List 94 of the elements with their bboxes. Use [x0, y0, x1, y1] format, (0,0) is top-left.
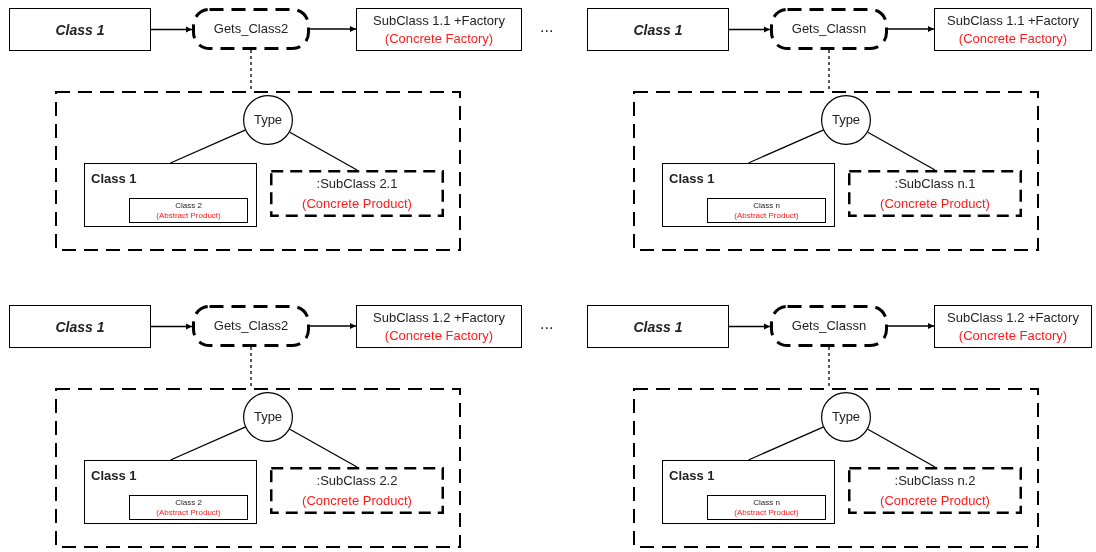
role-label: (Concrete Factory): [958, 29, 1068, 48]
product-box: [129, 198, 248, 223]
type-label: Type: [253, 408, 283, 426]
method-name: Gets_Class2: [213, 317, 289, 335]
type-label: Type: [253, 111, 283, 129]
ellipsis-text: ...: [540, 18, 554, 36]
class-name: SubClass 1.1 +Factory: [373, 11, 505, 30]
class-box: [662, 460, 835, 524]
role-label: (Concrete Factory): [958, 326, 1068, 345]
method-shape: [192, 8, 310, 50]
class-name: :SubClass 2.2: [316, 471, 398, 490]
role-label: (Concrete Product): [880, 491, 990, 510]
connector-line: [747, 426, 824, 461]
connector-line: [867, 428, 936, 468]
subclass-box: [270, 170, 444, 217]
class-box: [587, 305, 729, 348]
connector-line: [289, 428, 358, 468]
arrow: [887, 25, 935, 33]
product-box: [129, 495, 248, 520]
class-heading: Class 1: [669, 170, 716, 188]
ellipsis-text: ...: [540, 315, 554, 333]
type-label: Type: [831, 408, 861, 426]
factory-box: [356, 305, 522, 348]
arrow: [309, 322, 357, 330]
role-label: (Concrete Product): [880, 194, 990, 213]
arrow: [150, 26, 193, 33]
class-name: Class 1: [633, 20, 683, 39]
connector-line: [169, 129, 246, 164]
class-heading: Class 1: [669, 467, 716, 485]
dashed-frame: [633, 91, 1039, 251]
class-box: [662, 163, 835, 227]
role-label: (Abstract Product): [156, 210, 221, 221]
arrow: [309, 25, 357, 33]
class-name: Class n: [753, 497, 780, 508]
dotted-line: [828, 346, 830, 389]
connector-line: [289, 131, 358, 171]
class-box: [9, 8, 151, 51]
class-box: [84, 460, 257, 524]
class-box: [84, 163, 257, 227]
dashed-frame: [633, 388, 1039, 548]
connector-line: [867, 131, 936, 171]
connector-line: [169, 426, 246, 461]
class-name: :SubClass 2.1: [316, 174, 398, 193]
role-label: (Concrete Product): [302, 491, 412, 510]
class-heading: Class 1: [91, 170, 138, 188]
method-name: Gets_Classn: [791, 20, 867, 38]
type-circle: [821, 95, 871, 145]
method-shape: [770, 8, 888, 50]
role-label: (Abstract Product): [734, 210, 799, 221]
class-name: SubClass 1.2 +Factory: [947, 308, 1079, 327]
subclass-box: [848, 170, 1022, 217]
dotted-line: [828, 49, 830, 92]
role-label: (Abstract Product): [156, 507, 221, 518]
class-name: Class n: [753, 200, 780, 211]
role-label: (Abstract Product): [734, 507, 799, 518]
factory-box: [934, 305, 1092, 348]
method-shape: [770, 305, 888, 347]
arrow: [728, 323, 771, 330]
class-name: Class 2: [175, 497, 202, 508]
arrow: [728, 26, 771, 33]
connector-line: [747, 129, 824, 164]
type-label: Type: [831, 111, 861, 129]
factory-box: [356, 8, 522, 51]
method-name: Gets_Classn: [791, 317, 867, 335]
type-circle: [821, 392, 871, 442]
dashed-frame: [55, 91, 461, 251]
dashed-frame: [55, 388, 461, 548]
class-box: [9, 305, 151, 348]
role-label: (Concrete Factory): [384, 29, 494, 48]
class-name: Class 2: [175, 200, 202, 211]
product-box: [707, 495, 826, 520]
dotted-line: [250, 346, 252, 389]
class-name: :SubClass n.2: [894, 471, 976, 490]
arrow: [887, 322, 935, 330]
role-label: (Concrete Product): [302, 194, 412, 213]
class-name: SubClass 1.2 +Factory: [373, 308, 505, 327]
subclass-box: [848, 467, 1022, 514]
method-shape: [192, 305, 310, 347]
class-name: Class 1: [55, 317, 105, 336]
subclass-box: [270, 467, 444, 514]
class-name: :SubClass n.1: [894, 174, 976, 193]
class-name: Class 1: [633, 317, 683, 336]
product-box: [707, 198, 826, 223]
arrow: [150, 323, 193, 330]
type-circle: [243, 95, 293, 145]
class-heading: Class 1: [91, 467, 138, 485]
type-circle: [243, 392, 293, 442]
class-name: Class 1: [55, 20, 105, 39]
role-label: (Concrete Factory): [384, 326, 494, 345]
class-name: SubClass 1.1 +Factory: [947, 11, 1079, 30]
factory-box: [934, 8, 1092, 51]
dotted-line: [250, 49, 252, 92]
class-box: [587, 8, 729, 51]
method-name: Gets_Class2: [213, 20, 289, 38]
